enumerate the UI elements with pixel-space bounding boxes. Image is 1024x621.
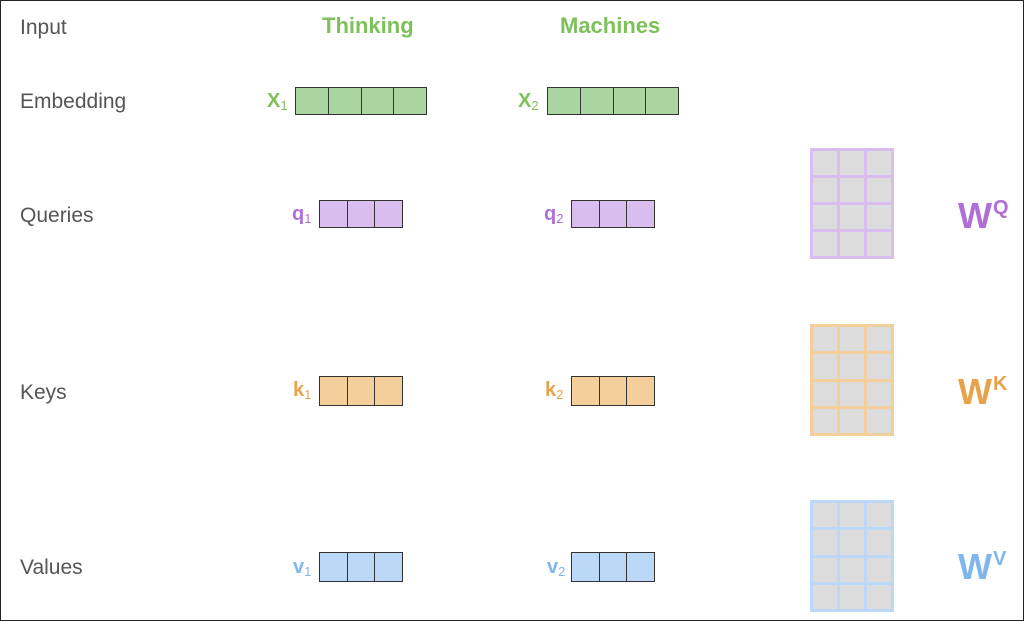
query-label-q2: q2 (544, 203, 564, 226)
query-vector-q1 (319, 200, 403, 228)
input-word-machines: Machines (560, 13, 661, 38)
query-label-q1: q1 (292, 203, 312, 226)
value-label-v1: v1 (293, 556, 312, 579)
row-label-values: Values (20, 556, 83, 579)
row-label-embedding: Embedding (20, 90, 127, 113)
key-vector-k1 (319, 376, 403, 406)
value-vector-v1 (319, 552, 403, 582)
weight-matrix-wv (810, 500, 894, 612)
row-label-input: Input (20, 16, 67, 39)
weight-label-wv: WV (958, 546, 1007, 587)
embedding-vector-x1 (295, 87, 427, 115)
value-vector-v2 (571, 552, 655, 582)
row-label-queries: Queries (20, 204, 94, 227)
query-vector-q2 (571, 200, 655, 228)
weight-label-wq: WQ (958, 195, 1009, 236)
weight-matrix-wk (810, 324, 894, 436)
key-label-k2: k2 (545, 379, 564, 402)
weight-label-wk: WK (958, 371, 1008, 412)
embedding-label-x2: X2 (518, 90, 539, 113)
row-label-keys: Keys (20, 381, 67, 404)
weight-matrix-wq (810, 148, 894, 259)
key-label-k1: k1 (293, 379, 312, 402)
key-vector-k2 (571, 376, 655, 406)
input-word-thinking: Thinking (322, 13, 414, 38)
embedding-vector-x2 (547, 87, 679, 115)
value-label-v2: v2 (547, 556, 566, 579)
embedding-label-x1: X1 (267, 90, 288, 113)
